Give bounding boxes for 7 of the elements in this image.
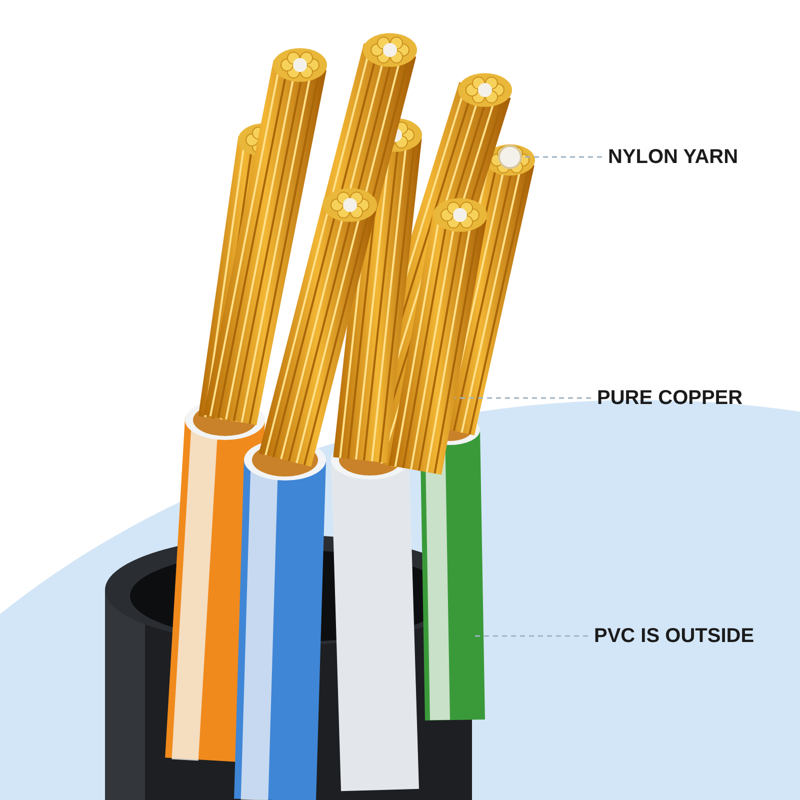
leader-line <box>455 397 591 399</box>
callout-label: PVC IS OUTSIDE <box>594 624 754 648</box>
callout-label: PURE COPPER <box>597 386 743 410</box>
copper-conductor <box>388 198 487 475</box>
callout-label: NYLON YARN <box>608 145 738 169</box>
leader-line <box>472 635 588 637</box>
leader-line <box>522 156 602 158</box>
